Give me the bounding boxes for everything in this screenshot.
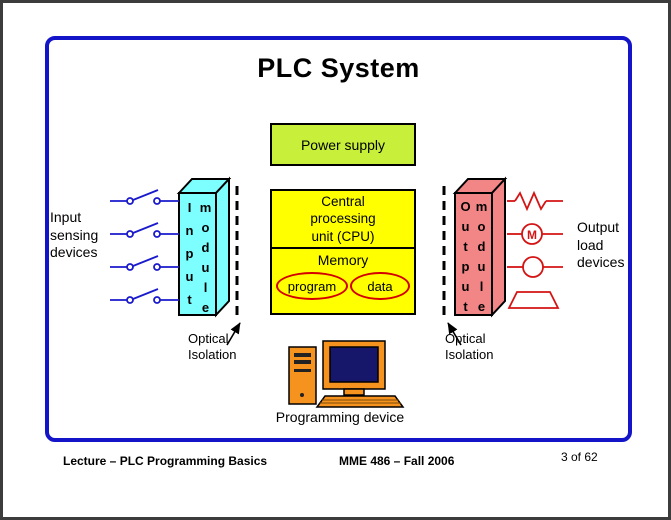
output-devices-label: Output load devices bbox=[577, 219, 625, 270]
input-switch-symbols bbox=[110, 189, 179, 304]
optical-isolation-label-right: Optical Isolation bbox=[445, 331, 494, 363]
motor-letter: M bbox=[527, 228, 537, 242]
program-ellipse: program bbox=[276, 272, 348, 300]
page-title: PLC System bbox=[257, 53, 420, 83]
power-supply-box: Power supply bbox=[270, 123, 416, 166]
programming-device-label: Programming device bbox=[275, 409, 405, 425]
computer-keyboard bbox=[315, 395, 405, 408]
output-load-symbols: M bbox=[507, 190, 563, 309]
switch-symbol bbox=[110, 288, 179, 304]
output-module-word-output: Output bbox=[458, 199, 473, 319]
motor-symbol: M bbox=[507, 223, 563, 245]
lamp-symbol bbox=[507, 256, 563, 278]
footer-lecture-title: Lecture – PLC Programming Basics bbox=[63, 454, 268, 468]
switch-symbol bbox=[110, 222, 179, 238]
switch-symbol bbox=[110, 189, 179, 205]
horn-symbol bbox=[507, 291, 560, 309]
input-module-3d-box bbox=[176, 176, 232, 318]
memory-contents: program data bbox=[272, 271, 414, 309]
switch-symbol bbox=[110, 255, 179, 271]
slide-border bbox=[45, 36, 632, 442]
output-module-word-module: module bbox=[474, 199, 489, 319]
cpu-memory-box: Central processing unit (CPU) Memory pro… bbox=[270, 189, 416, 315]
programming-device-graphic bbox=[288, 340, 405, 408]
optical-isolation-arrow-left bbox=[226, 322, 241, 346]
computer-screen bbox=[329, 346, 379, 383]
footer-page-number: 3 of 62 bbox=[561, 450, 598, 464]
input-devices-label: Input sensing devices bbox=[50, 209, 99, 260]
optical-isolation-label-left: Optical Isolation bbox=[188, 331, 237, 363]
input-module-word-module: module bbox=[198, 200, 213, 320]
diagram-graphics: M bbox=[110, 176, 563, 408]
optical-isolation-arrow-right bbox=[447, 322, 462, 346]
data-ellipse: data bbox=[350, 272, 410, 300]
resistor-symbol bbox=[507, 190, 563, 212]
memory-label: Memory bbox=[317, 252, 369, 268]
footer-course-term: MME 486 – Fall 2006 bbox=[339, 454, 455, 468]
output-module-3d-box bbox=[452, 176, 508, 318]
input-module-word-input: Input bbox=[182, 200, 197, 315]
cpu-label: Central processing unit (CPU) bbox=[272, 191, 414, 249]
